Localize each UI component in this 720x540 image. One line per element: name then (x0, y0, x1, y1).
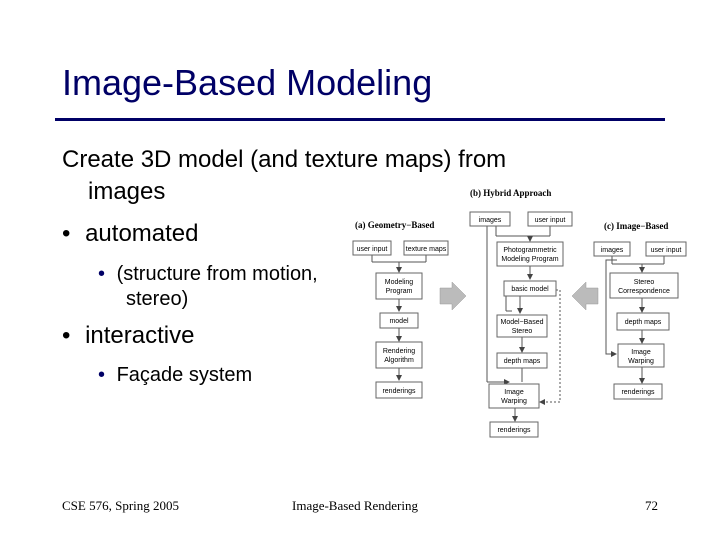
b-renderings: renderings (497, 427, 531, 434)
panel-b-heading: (b) Hybrid Approach (470, 188, 551, 198)
a-renderings: renderings (382, 388, 416, 395)
b-images: images (479, 217, 502, 224)
bullet-dot: • (62, 322, 71, 349)
a-user-input: user input (357, 246, 388, 253)
sub-bullet-interactive: • Façade system (98, 364, 252, 387)
b-image-warping-2: Warping (501, 398, 527, 405)
intro-line-1: Create 3D model (and texture maps) from (62, 146, 507, 173)
sub-interactive-text: Façade system (116, 364, 253, 386)
sub-bullet-dot: • (98, 364, 106, 386)
sub-automated-line-2: stereo) (126, 288, 189, 310)
sub-automated-line-1: (structure from motion, (116, 263, 318, 285)
intro-line-2: images (88, 178, 166, 205)
b-model-based-stereo-1: Model−Based (500, 319, 543, 326)
sub-bullet-automated: • (structure from motion, (98, 263, 318, 286)
c-stereo-correspondence-2: Correspondence (618, 288, 670, 295)
c-stereo-correspondence-1: Stereo (634, 279, 655, 286)
bullet-automated: • automated (62, 220, 199, 248)
c-renderings: renderings (621, 389, 655, 396)
panel-a-heading: (a) Geometry−Based (355, 220, 434, 230)
a-model: model (389, 318, 409, 325)
bullet-interactive: • interactive (62, 322, 194, 350)
a-modeling-program-2: Program (386, 288, 413, 295)
bullet-dot: • (62, 220, 71, 247)
b-model-based-stereo-2: Stereo (512, 328, 533, 335)
title-underline (55, 118, 665, 121)
b-basic-model: basic model (511, 286, 549, 293)
b-photogrammetric-2: Modeling Program (501, 256, 558, 263)
c-user-input: user input (651, 247, 682, 254)
footer-course: CSE 576, Spring 2005 (62, 498, 180, 513)
a-modeling-program-1: Modeling (385, 279, 414, 286)
b-photogrammetric-1: Photogrammetric (503, 247, 557, 254)
b-user-input: user input (535, 217, 566, 224)
a-texture-maps: texture maps (406, 246, 447, 253)
c-depth-maps: depth maps (625, 319, 662, 326)
bullet-automated-text: automated (85, 220, 199, 247)
b-image-warping-1: Image (504, 389, 524, 396)
panel-c-heading: (c) Image−Based (604, 221, 668, 231)
c-images: images (601, 247, 624, 254)
footer-page-number: 72 (645, 498, 658, 513)
a-rendering-algorithm-1: Rendering (383, 348, 415, 355)
bullet-interactive-text: interactive (85, 322, 195, 349)
c-image-warping-1: Image (631, 349, 651, 356)
a-rendering-algorithm-2: Algorithm (384, 357, 414, 364)
sub-bullet-dot: • (98, 263, 106, 285)
b-depth-maps: depth maps (504, 358, 541, 365)
c-image-warping-2: Warping (628, 358, 654, 365)
footer-topic: Image-Based Rendering (292, 498, 418, 513)
slide-title: Image-Based Modeling (62, 62, 433, 103)
